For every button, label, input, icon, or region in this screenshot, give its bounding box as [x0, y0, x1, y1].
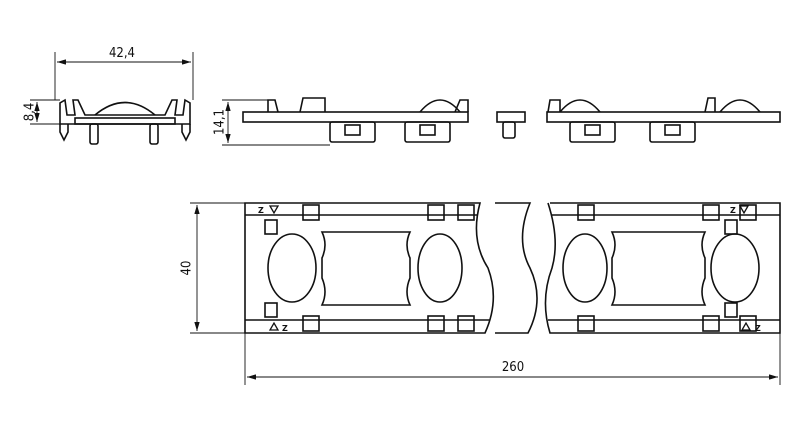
dimension-label-plan-length: 260: [502, 360, 524, 375]
dimension-label-side-height: 14,1: [213, 109, 228, 135]
marking-top-left: Z: [258, 206, 264, 215]
marking-bottom-right: Z: [755, 324, 761, 333]
clip-markers: [264, 204, 757, 332]
dimension-label-height: 8,4: [23, 103, 38, 122]
marking-bottom-left: Z: [282, 324, 288, 333]
side-view: 14,1: [213, 97, 781, 146]
dimension-label-width: 42,4: [109, 46, 135, 61]
dimension-label-plan-width: 40: [180, 261, 195, 276]
end-view: 42,4 8,4: [23, 46, 194, 145]
plan-view: 40 260 Z Z Z Z: [180, 202, 781, 385]
marking-top-right: Z: [730, 206, 736, 215]
